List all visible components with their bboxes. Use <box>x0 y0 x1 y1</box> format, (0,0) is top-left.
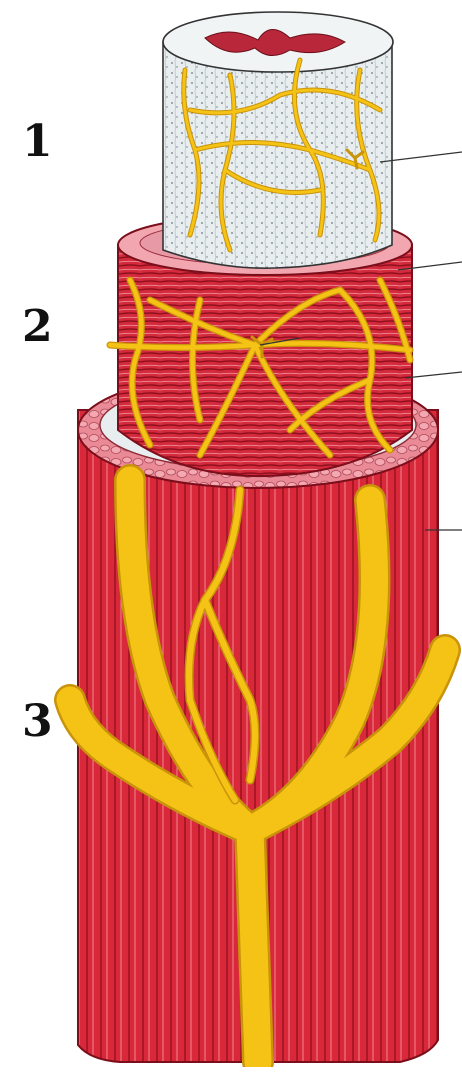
leader-line <box>405 372 462 378</box>
layer-label-2: 2 <box>22 305 53 349</box>
layer-label-3: 3 <box>22 700 53 744</box>
layer-label-1: 1 <box>22 120 53 164</box>
